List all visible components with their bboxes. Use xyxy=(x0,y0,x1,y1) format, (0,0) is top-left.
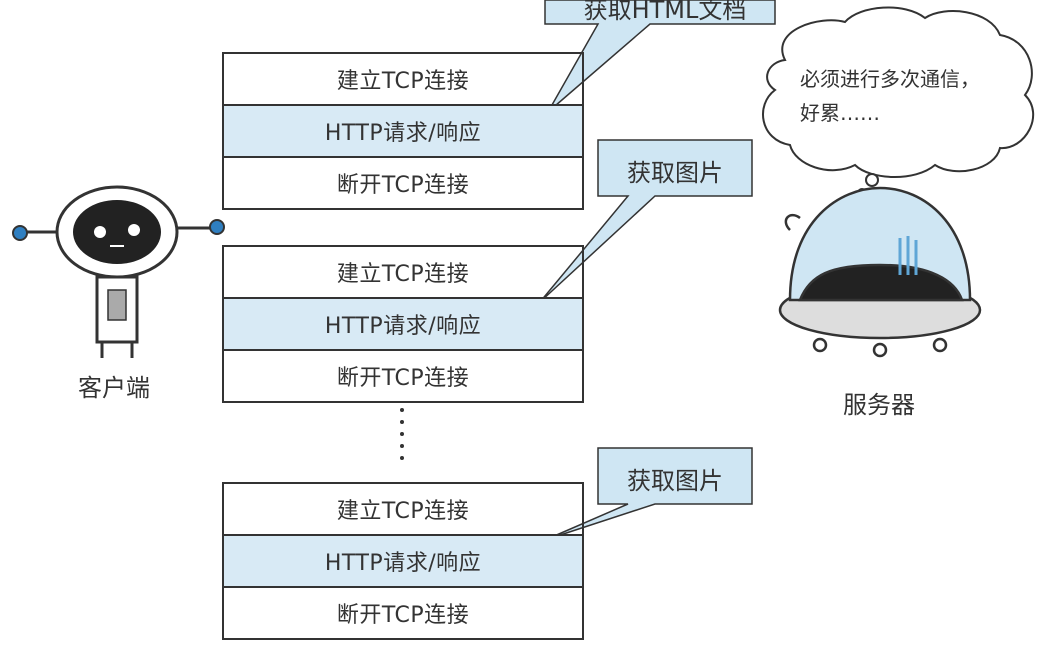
disconnect-step: 断开TCP连接 xyxy=(224,586,582,638)
thought-text: 必须进行多次通信， 好累…… xyxy=(800,62,1020,130)
http-step: HTTP请求/响应 xyxy=(224,297,582,349)
thought-line-1: 必须进行多次通信， xyxy=(800,67,980,91)
callout-top-shape xyxy=(544,0,776,113)
connect-step: 建立TCP连接 xyxy=(336,499,470,524)
connect-step: 建立TCP连接 xyxy=(336,69,470,94)
vertical-ellipsis xyxy=(400,408,404,468)
callout-bottom-shape xyxy=(544,447,753,541)
http-step: HTTP请求/响应 xyxy=(224,534,582,586)
connect-step: 建立TCP连接 xyxy=(336,262,470,287)
disconnect-step: 断开TCP连接 xyxy=(224,156,582,208)
callout-top-label: 获取HTML文档 xyxy=(583,0,747,24)
server-label: 服务器 xyxy=(843,391,915,419)
server-robot-icon xyxy=(778,186,982,358)
callout-middle-shape xyxy=(539,139,753,303)
callout-bottom-label: 获取图片 xyxy=(627,467,723,495)
disconnect-step: 断开TCP连接 xyxy=(224,349,582,401)
tcp-sequence-block: 建立TCP连接 HTTP请求/响应 断开TCP连接 xyxy=(222,482,584,640)
tcp-sequence-block: 建立TCP连接 HTTP请求/响应 断开TCP连接 xyxy=(222,52,584,210)
client-label: 客户端 xyxy=(78,374,150,402)
callout-middle-label: 获取图片 xyxy=(627,159,723,187)
client-robot-icon xyxy=(12,185,225,358)
tcp-sequence-block: 建立TCP连接 HTTP请求/响应 断开TCP连接 xyxy=(222,245,584,403)
http-step: HTTP请求/响应 xyxy=(224,104,582,156)
thought-line-2: 好累…… xyxy=(800,101,880,125)
